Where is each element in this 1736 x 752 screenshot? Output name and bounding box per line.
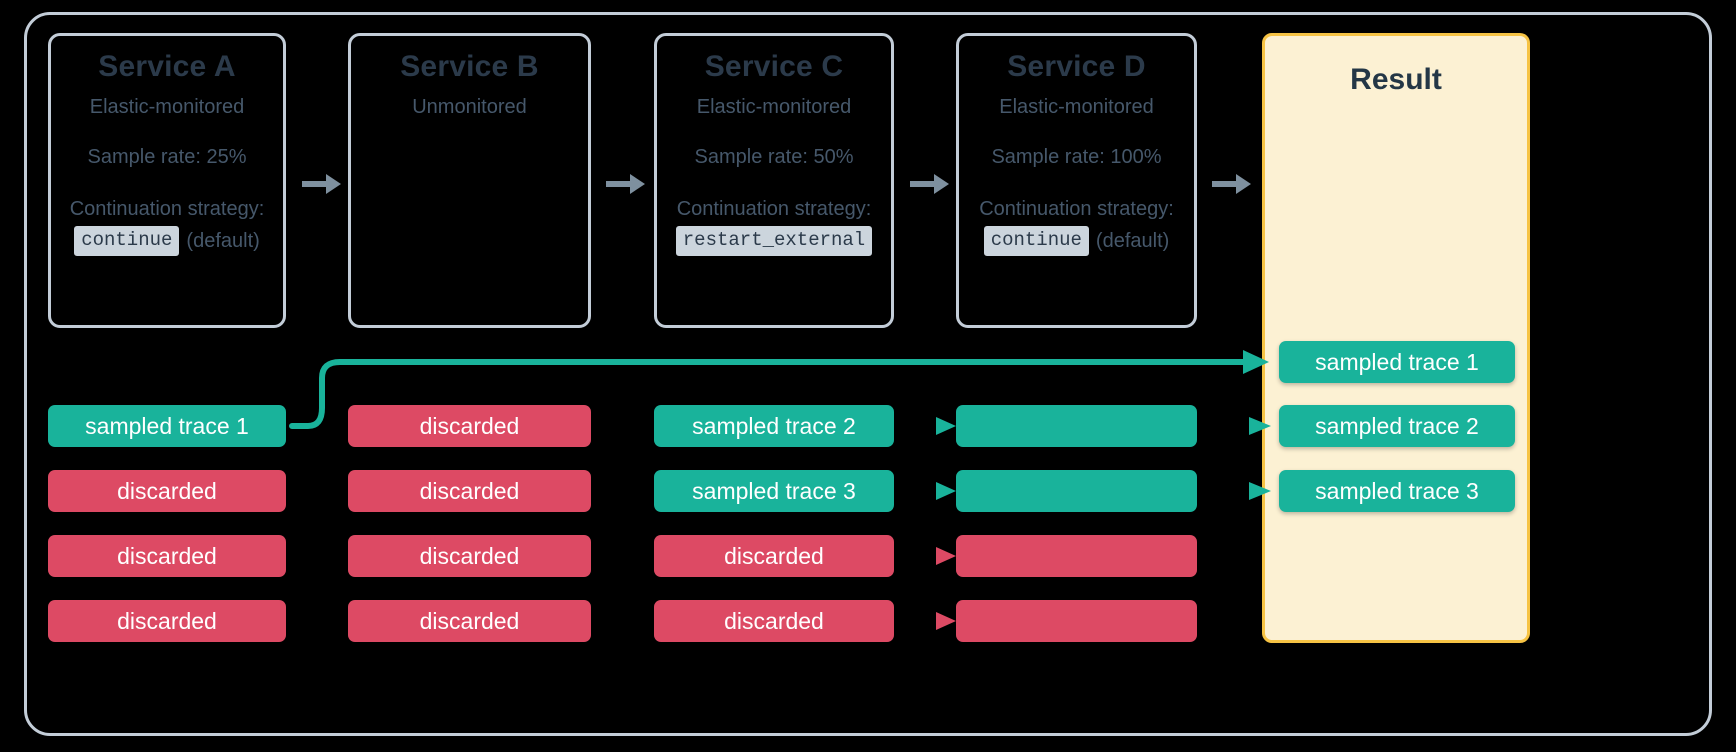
flow-arrow-a-to-b [300,170,344,198]
trace-pill [956,405,1197,447]
trace-pill: sampled trace 2 [654,405,894,447]
result-panel: Result [1262,33,1530,643]
service-monitoring-status: Elastic-monitored [89,96,245,118]
continuation-strategy-text: Continuation strategy: [979,198,1174,220]
result-trace-pill: sampled trace 1 [1279,341,1515,383]
service-title: Service D [1007,50,1146,83]
strategy-code-chip: continue [983,226,1089,257]
service-title: Service C [704,50,844,83]
strategy-row: continue (default) [979,226,1174,257]
service-card-a: Service A Elastic-monitored Sample rate:… [48,33,286,328]
service-monitoring-status: Unmonitored [412,96,527,118]
trace-pill [956,470,1197,512]
trace-pill: discarded [348,470,591,512]
strategy-default-note: (default) [186,230,260,253]
flow-arrow-b-to-c [604,170,648,198]
strategy-default-note: (default) [1095,230,1170,253]
trace-pill: discarded [348,405,591,447]
result-trace-pill: sampled trace 2 [1279,405,1515,447]
service-sample-rate: Sample rate: 25% [87,146,247,168]
mini-arrow-c-to-d-row4 [906,612,956,630]
service-monitoring-status: Elastic-monitored [696,96,852,118]
strategy-code-chip: continue [74,226,180,257]
mini-arrow-c-to-d-row1 [906,417,956,435]
service-sample-rate: Sample rate: 100% [991,146,1162,168]
trace-pill [956,600,1197,642]
service-card-d: Service D Elastic-monitored Sample rate:… [956,33,1197,328]
trace-pill: sampled trace 1 [48,405,286,447]
strategy-code-chip: restart_external [675,226,873,257]
trace-pill: discarded [48,600,286,642]
result-title: Result [1350,63,1442,96]
continuation-strategy-text: Continuation strategy: [676,198,872,220]
service-continuation-label: Continuation strategy: continue (default… [69,196,265,257]
result-trace-pill: sampled trace 3 [1279,470,1515,512]
service-sample-rate: Sample rate: 50% [694,146,854,168]
trace-pill: discarded [48,535,286,577]
flow-arrow-c-to-d [908,170,952,198]
service-continuation-label: Continuation strategy: continue (default… [979,196,1174,257]
service-continuation-label: Continuation strategy: restart_external [675,196,873,257]
service-title: Service B [400,50,539,83]
service-card-b: Service B Unmonitored [348,33,591,328]
trace-pill: discarded [348,535,591,577]
trace-pill: sampled trace 3 [654,470,894,512]
trace-pill: discarded [48,470,286,512]
trace-pill: discarded [348,600,591,642]
trace-pill [956,535,1197,577]
mini-arrow-c-to-d-row3 [906,547,956,565]
service-card-c: Service C Elastic-monitored Sample rate:… [654,33,894,328]
service-monitoring-status: Elastic-monitored [999,96,1154,118]
mini-arrow-c-to-d-row2 [906,482,956,500]
strategy-row: continue (default) [70,226,265,257]
trace-pill: discarded [654,535,894,577]
strategy-row: restart_external [675,226,873,257]
service-title: Service A [98,50,236,83]
trace-pill: discarded [654,600,894,642]
flow-arrow-d-to-result [1210,170,1254,198]
continuation-strategy-text: Continuation strategy: [69,198,265,220]
